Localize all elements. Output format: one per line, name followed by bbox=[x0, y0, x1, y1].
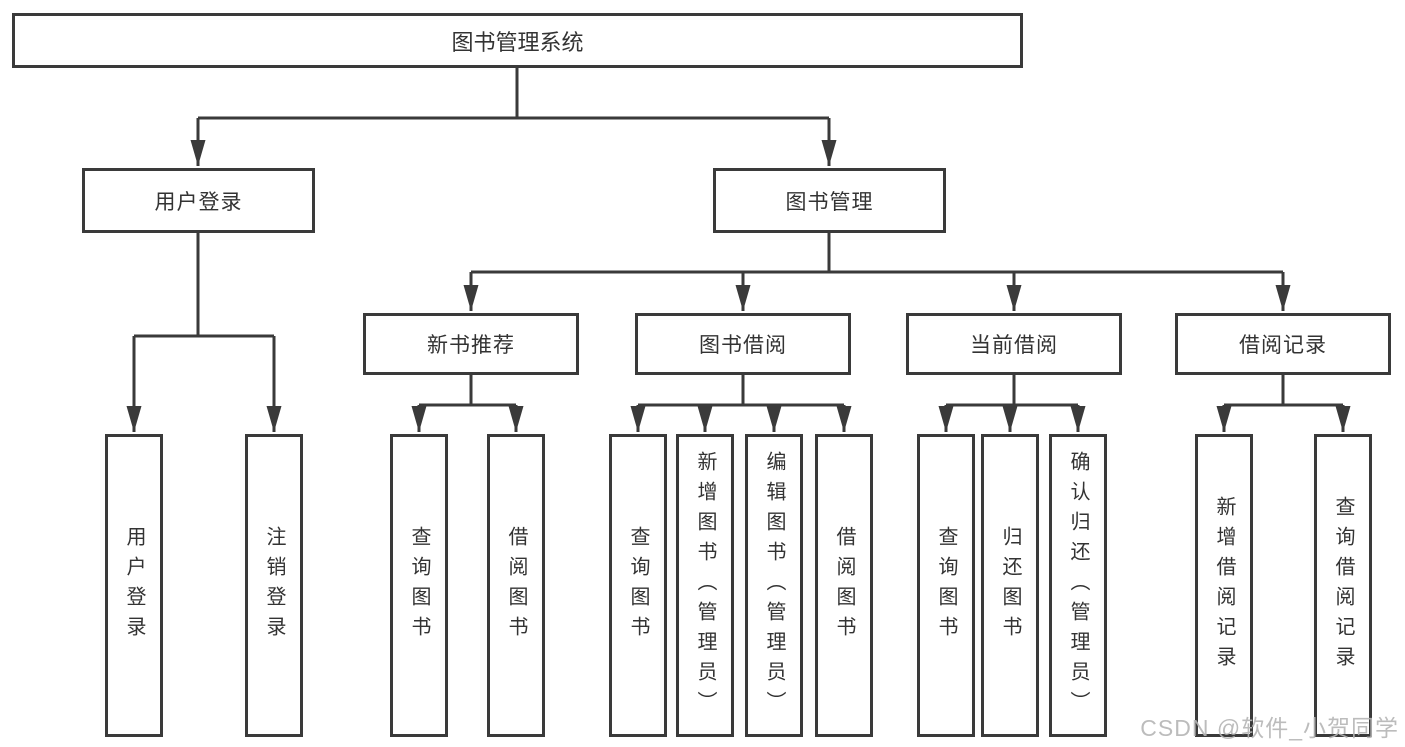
leaf-cb-return-books: 归还图书 bbox=[981, 434, 1039, 737]
leaf-cb-return-books-label: 归还图书 bbox=[999, 525, 1021, 646]
leaf-nbr-query-books: 查询图书 bbox=[390, 434, 448, 737]
leaf-br-query-record-label: 查询借阅记录 bbox=[1332, 495, 1354, 676]
leaf-cb-query-books: 查询图书 bbox=[917, 434, 975, 737]
leaf-nbr-borrow-books-label: 借阅图书 bbox=[505, 525, 527, 646]
leaf-bb-borrow-books: 借阅图书 bbox=[815, 434, 873, 737]
node-root: 图书管理系统 bbox=[12, 13, 1023, 68]
leaf-logout-label: 注销登录 bbox=[263, 525, 285, 646]
leaf-cb-query-books-label: 查询图书 bbox=[935, 525, 957, 646]
leaf-user-login: 用户登录 bbox=[105, 434, 163, 737]
leaf-bb-edit-books-admin-label: 编辑图书（管理员） bbox=[763, 450, 785, 721]
leaf-br-query-record: 查询借阅记录 bbox=[1314, 434, 1372, 737]
leaf-bb-add-books-admin-label: 新增图书（管理员） bbox=[694, 450, 716, 721]
leaf-br-add-record-label: 新增借阅记录 bbox=[1213, 495, 1235, 676]
leaf-nbr-query-books-label: 查询图书 bbox=[408, 525, 430, 646]
node-new-book-recommend: 新书推荐 bbox=[363, 313, 579, 375]
leaf-cb-confirm-return-admin: 确认归还（管理员） bbox=[1049, 434, 1107, 737]
leaf-bb-edit-books-admin: 编辑图书（管理员） bbox=[745, 434, 803, 737]
leaf-cb-confirm-return-admin-label: 确认归还（管理员） bbox=[1067, 450, 1089, 721]
node-book-borrow: 图书借阅 bbox=[635, 313, 851, 375]
leaf-bb-borrow-books-label: 借阅图书 bbox=[833, 525, 855, 646]
leaf-bb-query-books-label: 查询图书 bbox=[627, 525, 649, 646]
leaf-user-login-label: 用户登录 bbox=[123, 525, 145, 646]
node-user-login: 用户登录 bbox=[82, 168, 315, 233]
node-borrow-record: 借阅记录 bbox=[1175, 313, 1391, 375]
leaf-bb-query-books: 查询图书 bbox=[609, 434, 667, 737]
leaf-nbr-borrow-books: 借阅图书 bbox=[487, 434, 545, 737]
leaf-br-add-record: 新增借阅记录 bbox=[1195, 434, 1253, 737]
leaf-bb-add-books-admin: 新增图书（管理员） bbox=[676, 434, 734, 737]
leaf-logout: 注销登录 bbox=[245, 434, 303, 737]
node-current-borrow: 当前借阅 bbox=[906, 313, 1122, 375]
node-book-management: 图书管理 bbox=[713, 168, 946, 233]
